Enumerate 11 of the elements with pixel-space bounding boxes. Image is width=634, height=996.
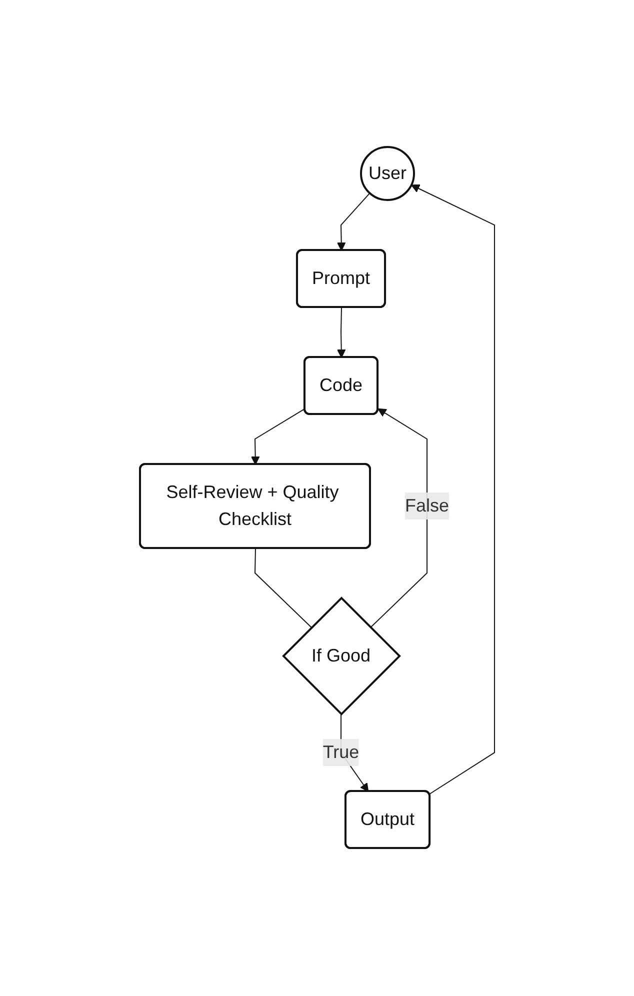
edge-label: False	[404, 496, 449, 516]
edge-label: True	[322, 742, 359, 763]
arrow	[370, 408, 428, 628]
arrow	[336, 193, 370, 252]
arrow	[410, 184, 495, 796]
node-diamond: If Good	[282, 597, 401, 716]
node-text: Self-Review + Quality Checklist	[166, 482, 339, 530]
arrow	[250, 408, 306, 466]
connector	[254, 548, 312, 628]
node-circle: User	[360, 146, 415, 202]
arrow	[336, 307, 346, 358]
